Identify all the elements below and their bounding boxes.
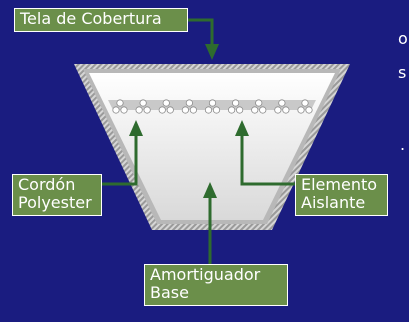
cord-strand [166,106,174,114]
cord-strand [158,106,166,114]
cord-strand [255,99,263,107]
leader-line-insulating [240,136,295,186]
polyester-cords [112,99,313,114]
cord-strand [116,99,124,107]
cropped-text-fragment: s [398,63,407,82]
label-insulating-element-line1: Elemento [301,175,378,194]
cord-strand [208,99,217,107]
leader-line-cord [102,136,138,186]
arrowhead-cover [205,44,219,60]
cord-strand [120,106,128,114]
cord-strand [162,99,170,107]
cropped-text-fragment: . [400,135,406,154]
label-base-cushion: Amortiguador Base [144,264,288,306]
cord-strand [278,99,286,107]
cord-strand [139,99,147,107]
arrowhead-cord [129,120,143,136]
cord-strand [251,106,259,114]
cord-strand [282,106,290,114]
cord-strand [112,106,120,114]
cord-strand [143,106,151,114]
cord-strand [305,106,313,114]
cord-strand [301,99,309,107]
cropped-text-fragment: o [398,29,408,48]
cord-strand [232,99,240,107]
arrowhead-insulating [235,120,249,136]
cord-strand [297,106,305,114]
cord-strand [189,106,197,114]
label-polyester-cord: Cordón Polyester [12,174,102,216]
cord-strand [185,99,193,107]
leader-line-cover [188,18,214,44]
label-insulating-element-line2: Aislante [301,193,366,212]
cord-strand [181,106,189,114]
label-polyester-cord-line1: Cordón [18,175,76,194]
cord-strand [228,106,236,114]
cord-strand [212,106,221,114]
cord-strand [259,106,267,114]
cord-strand [236,106,244,114]
cord-strand [135,106,143,114]
label-insulating-element: Elemento Aislante [295,174,388,216]
label-base-cushion-line1: Amortiguador [150,265,261,284]
label-cover-fabric-text: Tela de Cobertura [20,9,162,28]
label-base-cushion-line2: Base [150,283,189,302]
cord-strand [204,106,213,114]
label-cover-fabric: Tela de Cobertura [14,8,188,32]
arrowhead-base [203,182,217,198]
label-polyester-cord-line2: Polyester [18,193,92,212]
cord-strand [274,106,282,114]
